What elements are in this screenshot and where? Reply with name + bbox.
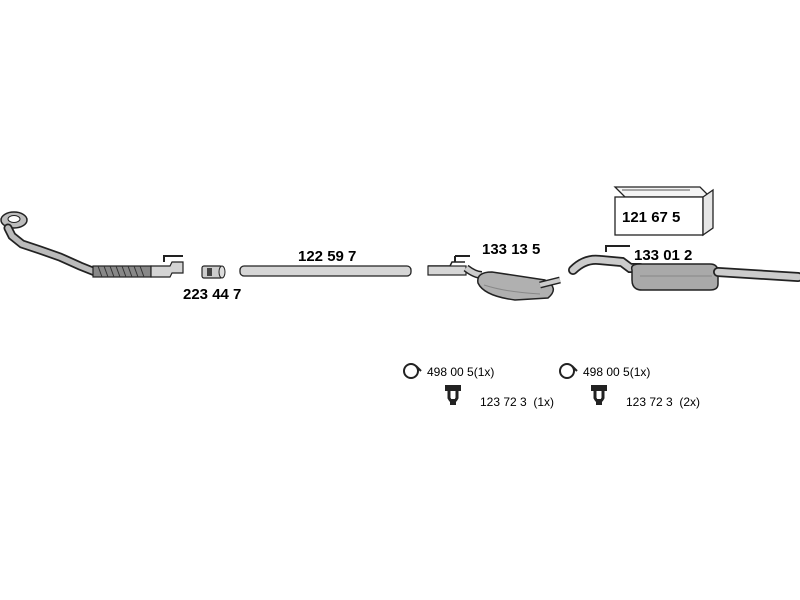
- clamp-left-label: 498 00 5(1x): [427, 365, 494, 379]
- connector-drawing: [201, 265, 226, 279]
- clamp-ring-icon-left: [403, 363, 422, 379]
- hanger-right-label: 123 72 3 (2x): [626, 395, 700, 409]
- hanger-left-code: 123 72 3: [480, 395, 527, 409]
- mounting-kit-box-icon: [613, 186, 714, 237]
- hanger-right-code: 123 72 3: [626, 395, 673, 409]
- hanger-left-label: 123 72 3 (1x): [480, 395, 554, 409]
- centre-silencer-drawing: [427, 255, 561, 301]
- hanger-left-qty: (1x): [533, 395, 555, 409]
- hanger-right-qty: (2x): [679, 395, 701, 409]
- front-pipe-drawing: [0, 211, 184, 278]
- clamp-ring-icon-right: [559, 363, 578, 379]
- front-pipe-code: 223 44 7: [183, 286, 242, 303]
- middle-pipe-code: 122 59 7: [298, 248, 357, 265]
- clamp-left-code: 498 00 5: [427, 365, 474, 379]
- rear-silencer-code: 133 01 2: [634, 247, 693, 264]
- clamp-right-label: 498 00 5(1x): [583, 365, 650, 379]
- middle-pipe-drawing: [239, 265, 412, 277]
- centre-silencer-code: 133 13 5: [482, 241, 541, 258]
- mounting-kit-code: 121 67 5: [622, 209, 681, 226]
- clamp-right-qty: (1x): [629, 365, 651, 379]
- clamp-left-qty: (1x): [473, 365, 495, 379]
- clamp-right-code: 498 00 5: [583, 365, 630, 379]
- rubber-hanger-icon-left: [445, 385, 461, 405]
- rubber-hanger-icon-right: [591, 385, 607, 405]
- rear-silencer-drawing: [568, 245, 800, 291]
